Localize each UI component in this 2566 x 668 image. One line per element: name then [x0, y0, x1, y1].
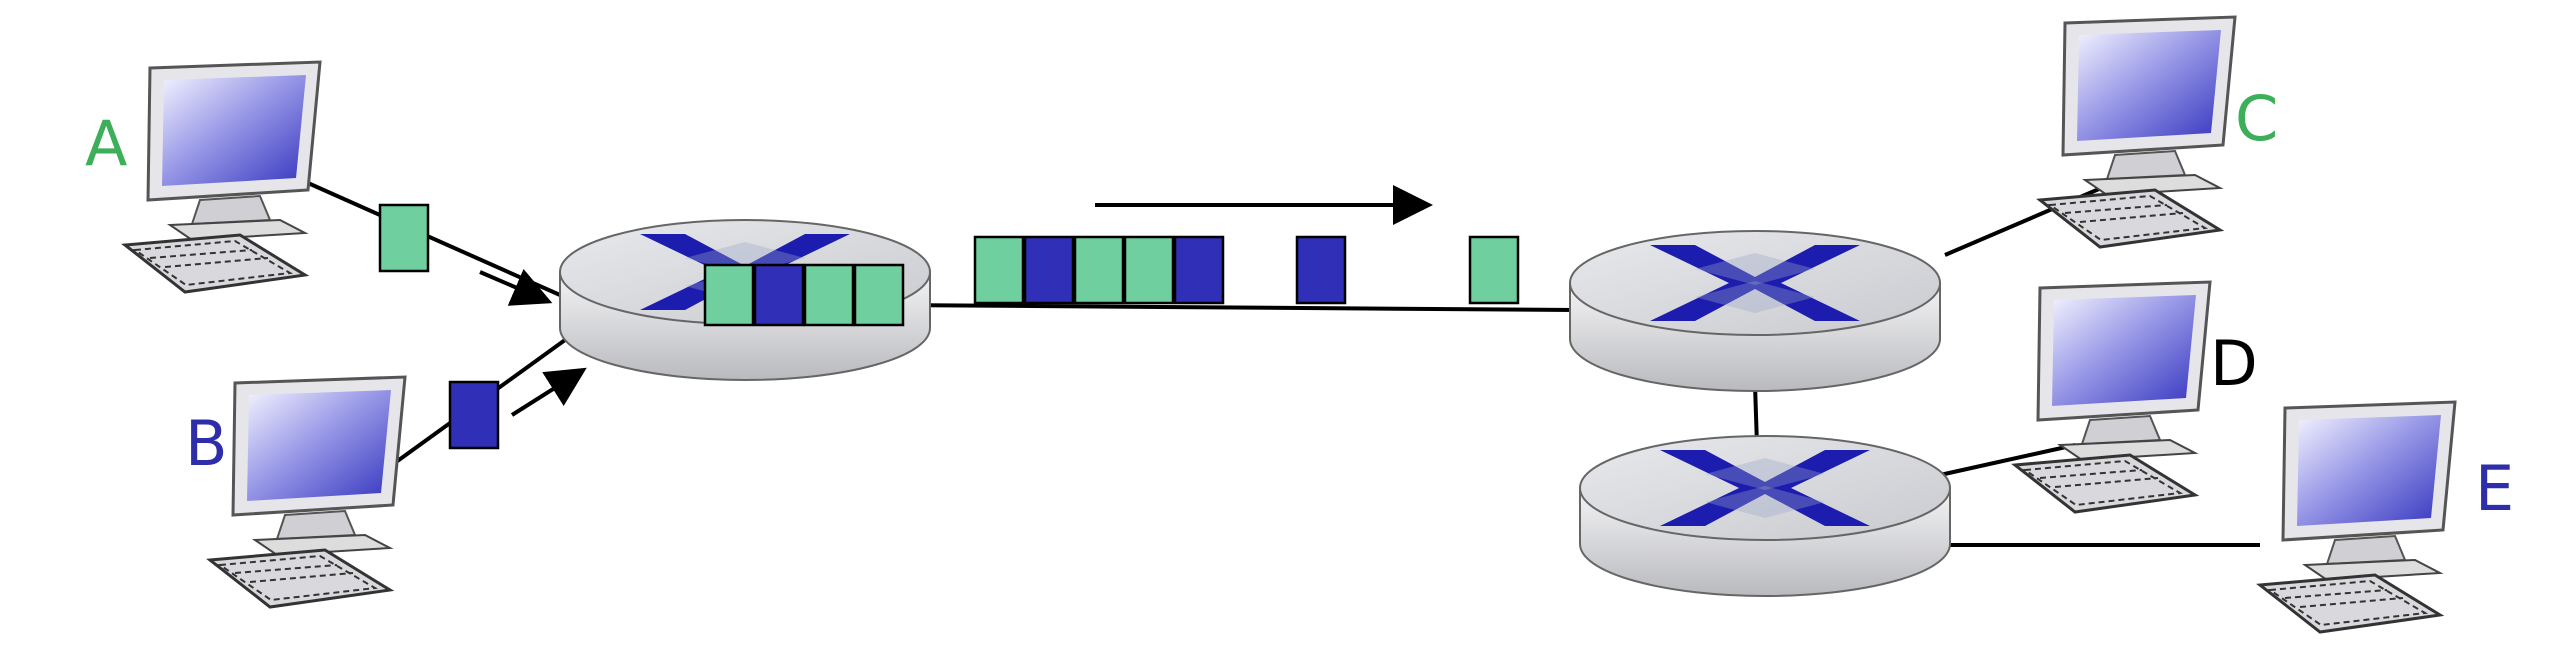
- host-b-label: B: [185, 407, 228, 480]
- packet-icon: [973, 235, 1025, 305]
- host-c-label: C: [2235, 82, 2278, 155]
- packet-icon: [1295, 235, 1347, 305]
- packet-icon: [703, 263, 755, 327]
- computer-icon: [2038, 15, 2237, 249]
- host-d-label: D: [2210, 327, 2258, 400]
- packet-icon: [1173, 235, 1225, 305]
- packet-icon: [753, 263, 805, 327]
- host-e-label: E: [2475, 452, 2514, 525]
- packet-icon: [448, 380, 500, 450]
- router-icon: [1579, 435, 1951, 597]
- link-router-router: [889, 303, 1576, 312]
- packet-icon: [803, 263, 855, 327]
- host-a-label: A: [85, 107, 127, 180]
- computer-icon: [123, 60, 322, 294]
- link-router-router-vertical: [1753, 384, 1759, 446]
- computer-icon: [208, 375, 407, 609]
- router-icon: [1569, 230, 1941, 392]
- packet-icon: [1073, 235, 1125, 305]
- arrow-icon: [510, 367, 587, 417]
- link-router-c: [1944, 178, 2121, 257]
- computer-icon: [2013, 280, 2212, 514]
- packet-icon: [1123, 235, 1175, 305]
- arrow-icon: [479, 268, 553, 306]
- packet-icon: [378, 203, 430, 273]
- packet-icon: [1468, 235, 1520, 305]
- link-router-d: [1939, 443, 2076, 477]
- computer-icon: [2258, 400, 2457, 634]
- packet-icon: [1023, 235, 1075, 305]
- packet-icon: [853, 263, 905, 327]
